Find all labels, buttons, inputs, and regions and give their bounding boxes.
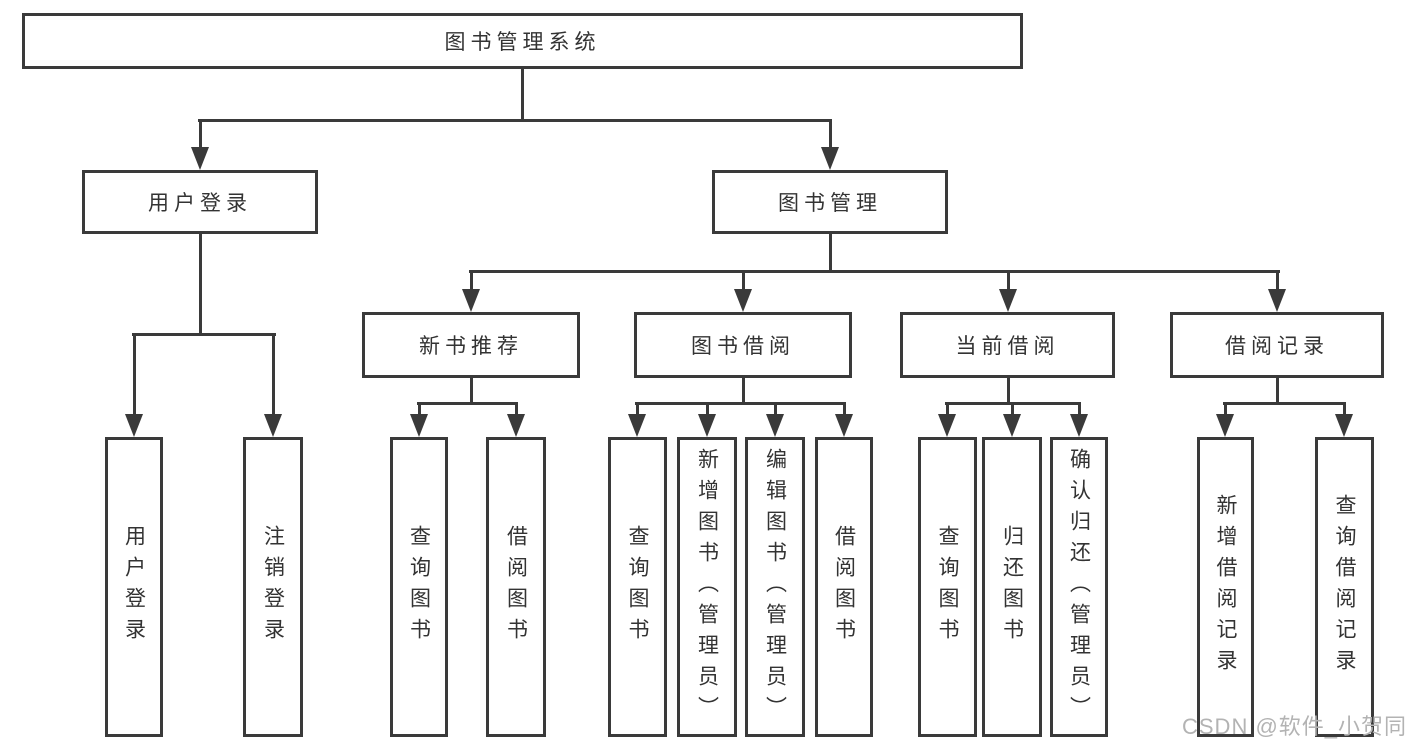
connector-line bbox=[133, 333, 136, 416]
connector-line bbox=[1343, 402, 1346, 416]
leaf-borrow-books-recommend: 借阅图书 bbox=[486, 437, 546, 737]
leaf-borrow-books: 借阅图书 bbox=[815, 437, 873, 737]
connector-line bbox=[470, 378, 473, 405]
leaf-add-borrow-record: 新增借阅记录 bbox=[1197, 437, 1254, 737]
connector-line bbox=[636, 402, 639, 416]
arrow-down-icon bbox=[191, 147, 209, 170]
leaf-return-book: 归还图书 bbox=[982, 437, 1042, 737]
arrow-down-icon bbox=[410, 414, 428, 437]
connector-line bbox=[829, 234, 832, 272]
leaf-edit-book-admin: 编辑图书（管理员） bbox=[745, 437, 805, 737]
csdn-watermark: CSDN @软件_小贺同学 bbox=[1182, 714, 1405, 739]
connector-line bbox=[1011, 402, 1014, 416]
arrow-down-icon bbox=[821, 147, 839, 170]
node-root: 图书管理系统 bbox=[22, 13, 1023, 69]
leaf-confirm-return-admin: 确认归还（管理员） bbox=[1050, 437, 1108, 737]
connector-line bbox=[1007, 378, 1010, 405]
connector-line bbox=[199, 234, 202, 336]
connector-line bbox=[1078, 402, 1081, 416]
arrow-down-icon bbox=[1070, 414, 1088, 437]
arrow-down-icon bbox=[1268, 289, 1286, 312]
arrow-down-icon bbox=[1003, 414, 1021, 437]
arrow-down-icon bbox=[698, 414, 716, 437]
arrow-down-icon bbox=[264, 414, 282, 437]
leaf-query-borrow-record: 查询借阅记录 bbox=[1315, 437, 1374, 737]
connector-line bbox=[469, 270, 1280, 273]
connector-line bbox=[829, 119, 832, 149]
node-user-login: 用户登录 bbox=[82, 170, 318, 234]
connector-line bbox=[272, 333, 275, 416]
arrow-down-icon bbox=[628, 414, 646, 437]
connector-line bbox=[706, 402, 709, 416]
connector-line bbox=[198, 119, 832, 122]
connector-line bbox=[946, 402, 949, 416]
connector-line bbox=[1276, 378, 1279, 405]
node-new-book-recommend: 新书推荐 bbox=[362, 312, 580, 378]
node-book-management: 图书管理 bbox=[712, 170, 948, 234]
arrow-down-icon bbox=[835, 414, 853, 437]
leaf-add-book-admin: 新增图书（管理员） bbox=[677, 437, 737, 737]
connector-line bbox=[1276, 270, 1279, 291]
arrow-down-icon bbox=[1216, 414, 1234, 437]
connector-line bbox=[417, 402, 518, 405]
connector-line bbox=[1007, 270, 1010, 291]
connector-line bbox=[418, 402, 421, 416]
connector-line bbox=[635, 402, 846, 405]
leaf-logout: 注销登录 bbox=[243, 437, 303, 737]
node-borrow-records: 借阅记录 bbox=[1170, 312, 1384, 378]
arrow-down-icon bbox=[766, 414, 784, 437]
arrow-down-icon bbox=[938, 414, 956, 437]
arrow-down-icon bbox=[734, 289, 752, 312]
connector-line bbox=[1223, 402, 1346, 405]
connector-line bbox=[470, 270, 473, 291]
connector-line bbox=[515, 402, 518, 416]
arrow-down-icon bbox=[125, 414, 143, 437]
connector-line bbox=[742, 270, 745, 291]
leaf-query-books-recommend: 查询图书 bbox=[390, 437, 448, 737]
arrow-down-icon bbox=[507, 414, 525, 437]
leaf-user-login: 用户登录 bbox=[105, 437, 163, 737]
arrow-down-icon bbox=[462, 289, 480, 312]
node-current-borrow: 当前借阅 bbox=[900, 312, 1115, 378]
node-book-borrow: 图书借阅 bbox=[634, 312, 852, 378]
connector-line bbox=[132, 333, 276, 336]
connector-line bbox=[1224, 402, 1227, 416]
connector-line bbox=[521, 69, 524, 120]
connector-line bbox=[742, 378, 745, 405]
leaf-query-books-current: 查询图书 bbox=[918, 437, 977, 737]
connector-line bbox=[843, 402, 846, 416]
connector-line bbox=[774, 402, 777, 416]
connector-line bbox=[199, 119, 202, 149]
arrow-down-icon bbox=[999, 289, 1017, 312]
arrow-down-icon bbox=[1335, 414, 1353, 437]
leaf-query-books-borrow: 查询图书 bbox=[608, 437, 667, 737]
